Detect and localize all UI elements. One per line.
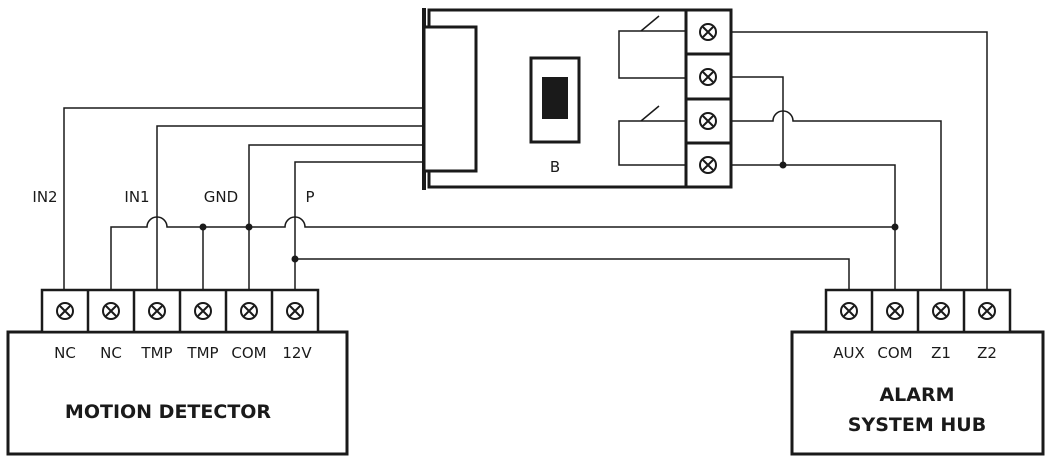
wire-in2 [63,107,424,290]
relay-1-loop [618,30,686,79]
screw-terminal-icon [286,302,304,320]
screw-terminal-icon [194,302,212,320]
screw-terminal-icon [699,112,717,130]
switch-label: B [550,158,560,176]
junction-dot [891,223,899,231]
alarm-hub-title-line2: SYSTEM HUB [848,414,986,436]
terminal-label-z2: Z2 [977,344,997,362]
wire-label-in1: IN1 [124,188,149,206]
alarm-hub-body [790,330,1045,456]
screw-terminal-icon [932,302,950,320]
module-terminal-block [684,8,733,189]
wire-label-gnd: GND [204,188,238,206]
screw-terminal-icon [699,23,717,41]
screw-terminal-icon [978,302,996,320]
screw-terminal-icon [699,68,717,86]
wires [63,31,988,290]
terminal-label-hub-com: COM [877,344,912,362]
wire-label-in2: IN2 [32,188,57,206]
wire-label-p: P [305,188,314,206]
screw-terminal-icon [56,302,74,320]
terminal-label-com: COM [231,344,266,362]
wire-relay-z2 [731,31,988,290]
dip-switch-lever [542,77,568,119]
screw-terminal-icon [840,302,858,320]
wire-gnd [248,144,424,290]
module-input-connector [422,25,478,173]
wire-nc-tmp-com-link [110,216,249,290]
terminal-label-z1: Z1 [931,344,951,362]
alarm-hub-title-line1: ALARM [879,384,954,406]
terminal-label-tmp-1: TMP [140,344,172,362]
terminal-label-tmp-2: TMP [186,344,218,362]
wire-relay-z1 [731,110,942,290]
wire-12v-aux [295,258,850,290]
wire-in1 [156,125,424,290]
terminal-label-nc-1: NC [54,344,76,362]
motion-detector: NC NC TMP TMP COM 12V MOTION DETECTOR [6,288,349,456]
screw-terminal-icon [886,302,904,320]
screw-terminal-icon [240,302,258,320]
junction-dot [779,161,787,169]
terminal-label-12v: 12V [282,344,312,362]
junction-dot [199,223,207,231]
wire-relay-bridge [731,76,784,165]
alarm-system-hub: AUX COM Z1 Z2 ALARM SYSTEM HUB [790,288,1045,456]
motion-detector-body [6,330,349,456]
screw-terminal-icon [148,302,166,320]
terminal-label-nc-2: NC [100,344,122,362]
motion-detector-title: MOTION DETECTOR [65,401,272,423]
screw-terminal-icon [102,302,120,320]
relay-2-loop [618,120,686,166]
relay-1-contact [640,15,660,32]
wire-com-bus [249,216,895,228]
input-module: B [422,8,733,190]
screw-terminal-icon [699,156,717,174]
junction-dot [245,223,253,231]
wire-p [294,161,424,290]
terminal-label-aux: AUX [833,344,865,362]
junction-dot [291,255,299,263]
relay-2-contact [640,105,660,122]
